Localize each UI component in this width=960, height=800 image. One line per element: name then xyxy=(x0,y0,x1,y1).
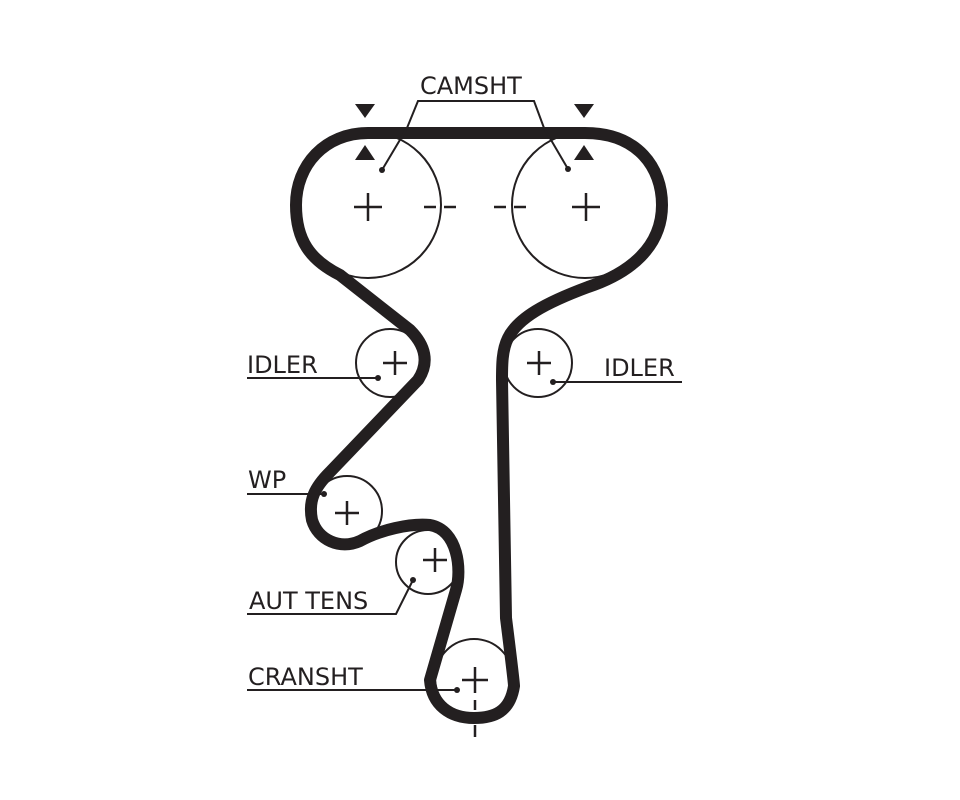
center-cross-idler-right xyxy=(527,351,551,375)
camshaft-left-anchor-dot xyxy=(379,167,385,173)
auto-tensioner-leader xyxy=(247,579,414,615)
idler-right-anchor-dot xyxy=(550,379,556,385)
center-cross-water-pump xyxy=(335,501,359,525)
idler-left-anchor-dot xyxy=(375,375,381,381)
timing-mark-triangle-left-top xyxy=(355,104,375,118)
center-cross-tensioner xyxy=(423,548,447,572)
label-crankshaft: CRANSHT xyxy=(248,663,363,691)
crankshaft-anchor-dot xyxy=(454,687,460,693)
label-auto-tensioner: AUT TENS xyxy=(249,587,368,615)
center-cross-idler-left xyxy=(383,351,407,375)
center-cross-crankshaft xyxy=(462,667,488,693)
timing-mark-triangle-left-bottom xyxy=(355,145,375,160)
label-camshaft: CAMSHT xyxy=(420,72,522,100)
timing-mark-triangle-right-top xyxy=(574,104,594,118)
center-cross-cam-right xyxy=(572,193,600,221)
camshaft-bracket xyxy=(381,100,569,171)
auto-tensioner-anchor-dot xyxy=(410,577,416,583)
timing-belt xyxy=(290,127,668,724)
label-idler-right: IDLER xyxy=(604,354,675,382)
camshaft-right-anchor-dot xyxy=(565,166,571,172)
label-water-pump: WP xyxy=(248,466,286,494)
water-pump-anchor-dot xyxy=(321,491,327,497)
center-cross-cam-left xyxy=(354,193,382,221)
timing-mark-triangle-right-bottom xyxy=(574,145,594,160)
label-idler-left: IDLER xyxy=(247,351,318,379)
